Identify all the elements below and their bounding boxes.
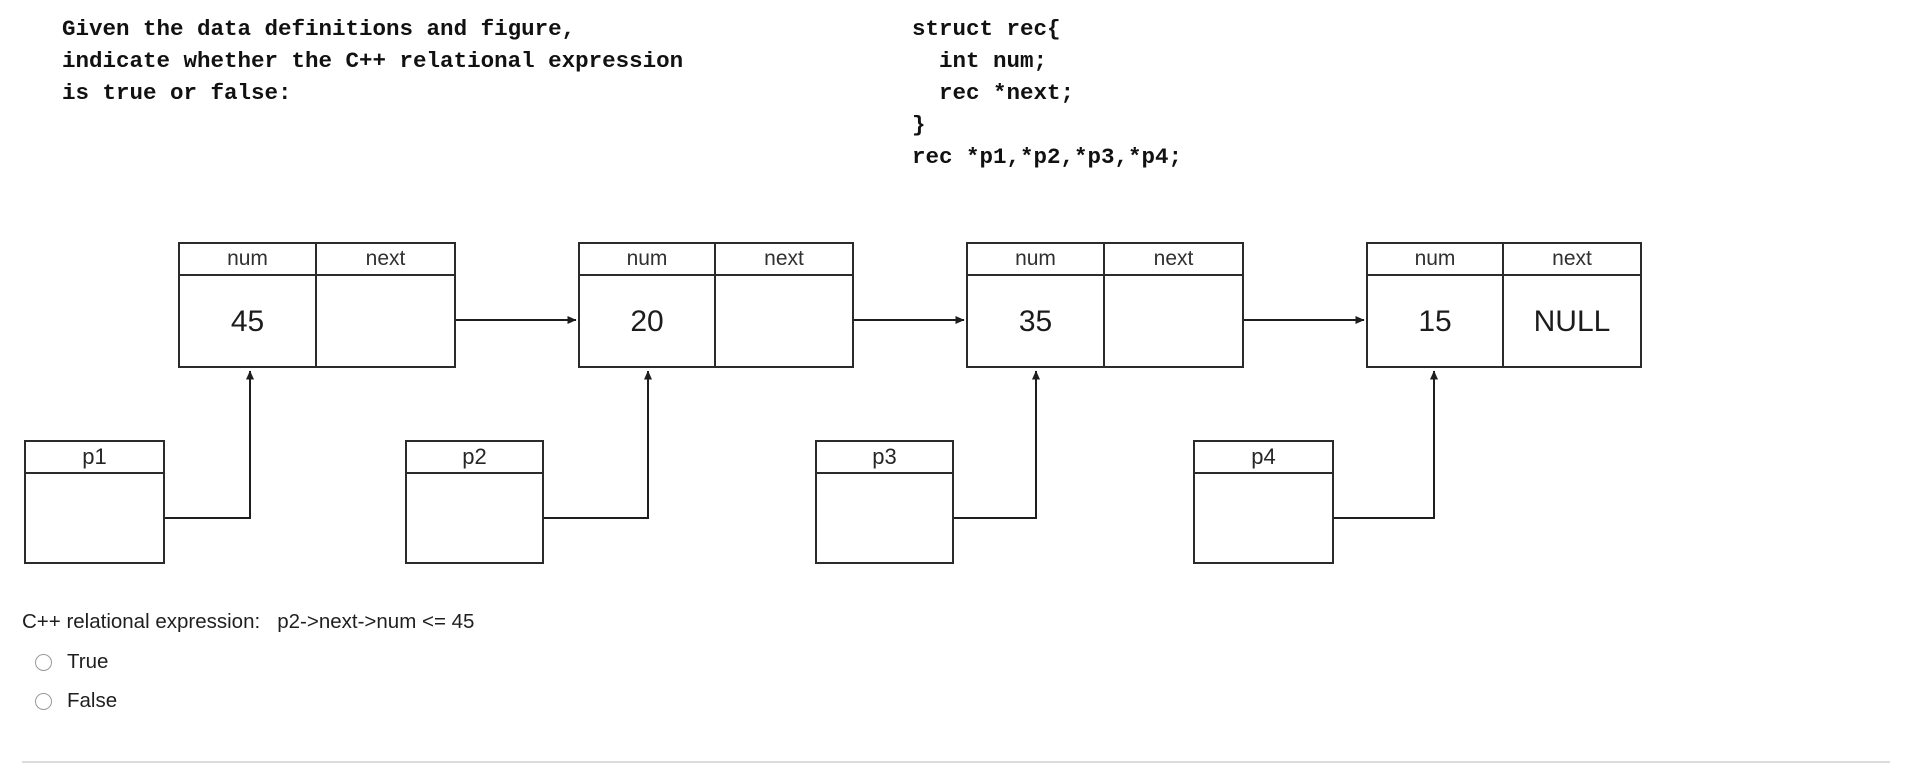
list-node: num next 45 [178, 242, 456, 368]
node-header-next: next [1552, 247, 1592, 270]
section-divider [22, 761, 1890, 763]
node-num-value: 35 [968, 276, 1105, 368]
arrow-p2-to-node2 [543, 370, 652, 519]
node-next-value [716, 276, 852, 368]
answer-option-true-label: True [67, 650, 109, 673]
pointer-variable-box: p1 [24, 440, 165, 564]
list-node: num next 20 [578, 242, 854, 368]
node-header-next: next [1153, 247, 1194, 270]
answer-section: C++ relational expression: p2->next->num… [22, 610, 1222, 728]
node-next-value [1105, 276, 1242, 368]
node-value-row: 45 [180, 276, 454, 368]
node-header-next: next [365, 247, 406, 270]
arrow-p1-to-node1 [165, 370, 254, 519]
node-header-num: num [968, 244, 1105, 274]
pointer-variable-box: p4 [1193, 440, 1334, 564]
pointer-label: p3 [817, 442, 952, 474]
list-node: num next 35 [966, 242, 1244, 368]
node-header-row: num next [580, 244, 852, 276]
pointer-label: p2 [407, 442, 542, 474]
node-header-row: num next [1368, 244, 1640, 276]
node-header-num: num [180, 244, 317, 274]
struct-definition-code: struct rec{ int num; rec *next; } rec *p… [912, 16, 1183, 170]
pointer-variable-box: p3 [815, 440, 954, 564]
node-header-next: next [764, 247, 804, 270]
node-num-value: 15 [1368, 276, 1504, 368]
pointer-variable-box: p2 [405, 440, 544, 564]
arrow-p3-to-node3 [953, 370, 1040, 519]
pointer-value-cell [407, 474, 542, 562]
node-header-row: num next [968, 244, 1242, 276]
question-prompt-text: Given the data definitions and figure, i… [62, 16, 684, 106]
pointer-value-cell [1195, 474, 1332, 562]
node-num-value: 20 [580, 276, 716, 368]
arrow-p4-to-node4 [1333, 370, 1438, 519]
pointer-value-cell [817, 474, 952, 562]
node-next-value: NULL [1533, 305, 1611, 338]
pointer-label: p4 [1195, 442, 1332, 474]
node-value-row: 35 [968, 276, 1242, 368]
relational-expression-line: C++ relational expression: p2->next->num… [22, 610, 475, 633]
pointer-label: p1 [26, 442, 163, 474]
diagram-connectors [165, 316, 1438, 519]
node-value-row: 15 NULL [1368, 276, 1640, 368]
node-header-row: num next [180, 244, 454, 276]
pointer-value-cell [26, 474, 163, 562]
list-node: num next 15 NULL [1366, 242, 1642, 368]
answer-option-false-label: False [67, 689, 118, 712]
node-num-value: 45 [180, 276, 317, 368]
linked-list-diagram: num next 45 num next 20 num next 35 [24, 242, 1642, 564]
answer-option-false[interactable]: False [22, 689, 1222, 713]
answer-option-true[interactable]: True [22, 650, 1222, 674]
node-header-num: num [580, 244, 716, 274]
node-value-row: 20 [580, 276, 852, 368]
radio-true[interactable] [35, 653, 52, 671]
node-header-num: num [1368, 244, 1504, 274]
radio-false[interactable] [35, 692, 52, 710]
node-next-value [317, 276, 454, 368]
